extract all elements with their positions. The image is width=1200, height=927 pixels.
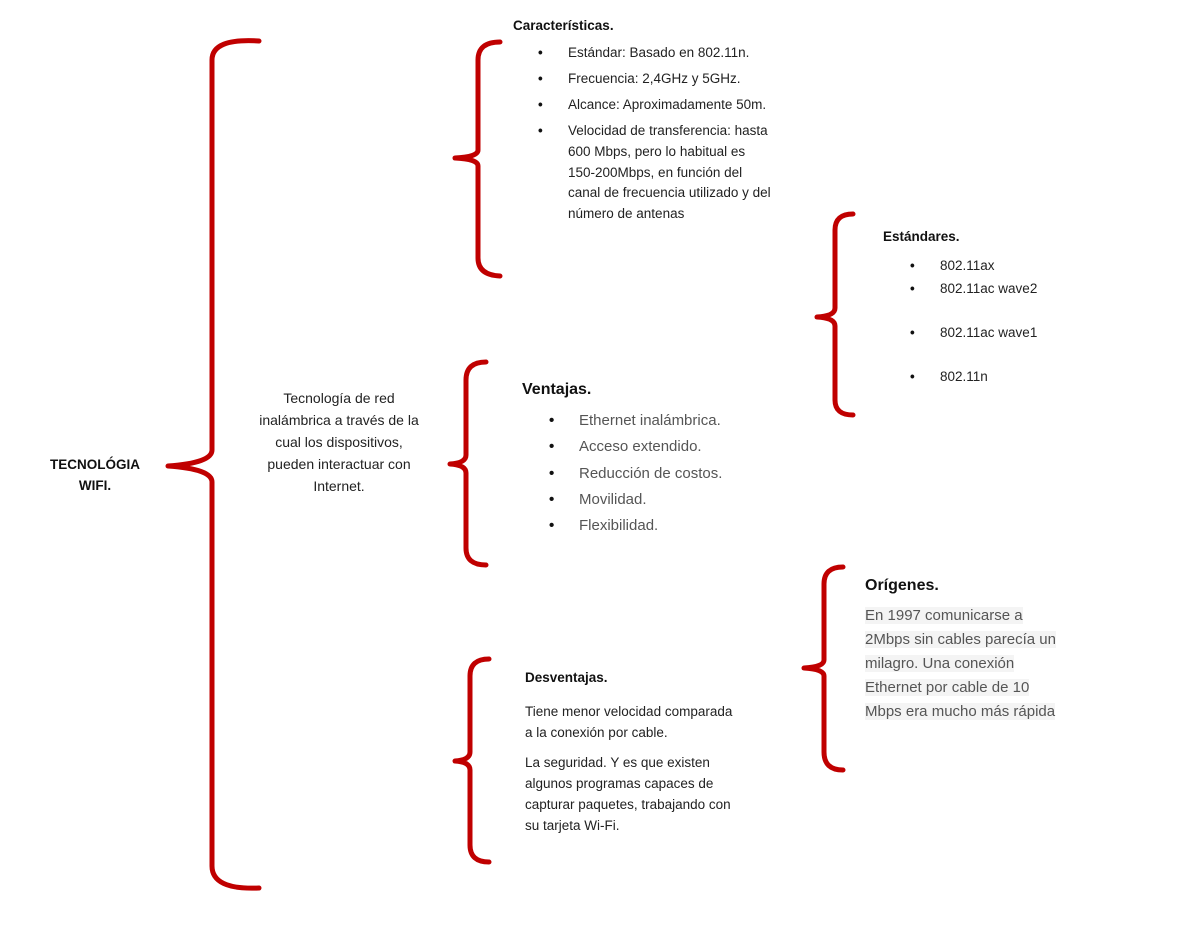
desventajas-bracket bbox=[452, 656, 492, 865]
caracteristicas-item: Frecuencia: 2,4GHz y 5GHz. bbox=[538, 69, 773, 90]
estandares-item: 802.11ac wave2 bbox=[910, 279, 1103, 300]
origenes-line: Mbps era mucho más rápida bbox=[865, 703, 1056, 720]
origenes-section: Orígenes. En 1997 comunicarse a 2Mbps si… bbox=[865, 577, 1095, 724]
origenes-line: 2Mbps sin cables parecía un bbox=[865, 631, 1056, 648]
caracteristicas-item: Alcance: Aproximadamente 50m. bbox=[538, 95, 773, 116]
origenes-bracket bbox=[801, 564, 846, 773]
caracteristicas-item: Velocidad de transferencia: hasta 600 Mb… bbox=[538, 121, 773, 226]
estandares-item: 802.11ax bbox=[910, 256, 1103, 277]
caracteristicas-list: Estándar: Basado en 802.11n. Frecuencia:… bbox=[538, 43, 773, 225]
desventajas-paragraph-2: La seguridad. Y es que existen algunos p… bbox=[525, 754, 731, 833]
caracteristicas-section: Características. Estándar: Basado en 802… bbox=[513, 16, 773, 225]
estandares-title: Estándares. bbox=[883, 229, 960, 244]
desventajas-title: Desventajas. bbox=[525, 670, 608, 685]
desventajas-section: Desventajas. Tiene menor velocidad compa… bbox=[525, 668, 740, 845]
origenes-title: Orígenes. bbox=[865, 577, 939, 594]
ventajas-item: Movilidad. bbox=[549, 487, 782, 514]
caracteristicas-bracket bbox=[452, 39, 503, 279]
origenes-line: Ethernet por cable de 10 bbox=[865, 679, 1030, 696]
main-bracket bbox=[165, 38, 262, 891]
estandares-list: 802.11ax 802.11ac wave2 802.11ac wave1 8… bbox=[910, 256, 1103, 388]
ventajas-item: Flexibilidad. bbox=[549, 513, 782, 540]
ventajas-title: Ventajas. bbox=[522, 381, 592, 398]
estandares-item: 802.11n bbox=[910, 367, 1103, 388]
definition-text: Tecnología de red inalámbrica a través d… bbox=[259, 390, 419, 494]
desventajas-paragraph-1: Tiene menor velocidad comparada a la con… bbox=[525, 703, 733, 740]
root-line-1: TECNOLÓGIA bbox=[50, 457, 140, 472]
ventajas-list: Ethernet inalámbrica. Acceso extendido. … bbox=[549, 408, 782, 540]
caracteristicas-item: Estándar: Basado en 802.11n. bbox=[538, 43, 773, 64]
ventajas-section: Ventajas. Ethernet inalámbrica. Acceso e… bbox=[522, 381, 782, 540]
ventajas-item: Acceso extendido. bbox=[549, 434, 782, 461]
origenes-line: milagro. Una conexión bbox=[865, 655, 1015, 672]
ventajas-item: Reducción de costos. bbox=[549, 461, 782, 488]
ventajas-bracket bbox=[447, 359, 489, 568]
origenes-line: En 1997 comunicarse a bbox=[865, 607, 1023, 624]
ventajas-item: Ethernet inalámbrica. bbox=[549, 408, 782, 435]
caracteristicas-title: Características. bbox=[513, 18, 614, 33]
estandares-item: 802.11ac wave1 bbox=[910, 323, 1103, 344]
root-topic: TECNOLÓGIA WIFI. bbox=[40, 455, 150, 497]
origenes-text: En 1997 comunicarse a 2Mbps sin cables p… bbox=[865, 604, 1095, 724]
root-line-2: WIFI. bbox=[78, 477, 112, 493]
estandares-bracket bbox=[814, 211, 856, 418]
estandares-section: Estándares. 802.11ax 802.11ac wave2 802.… bbox=[883, 227, 1103, 388]
